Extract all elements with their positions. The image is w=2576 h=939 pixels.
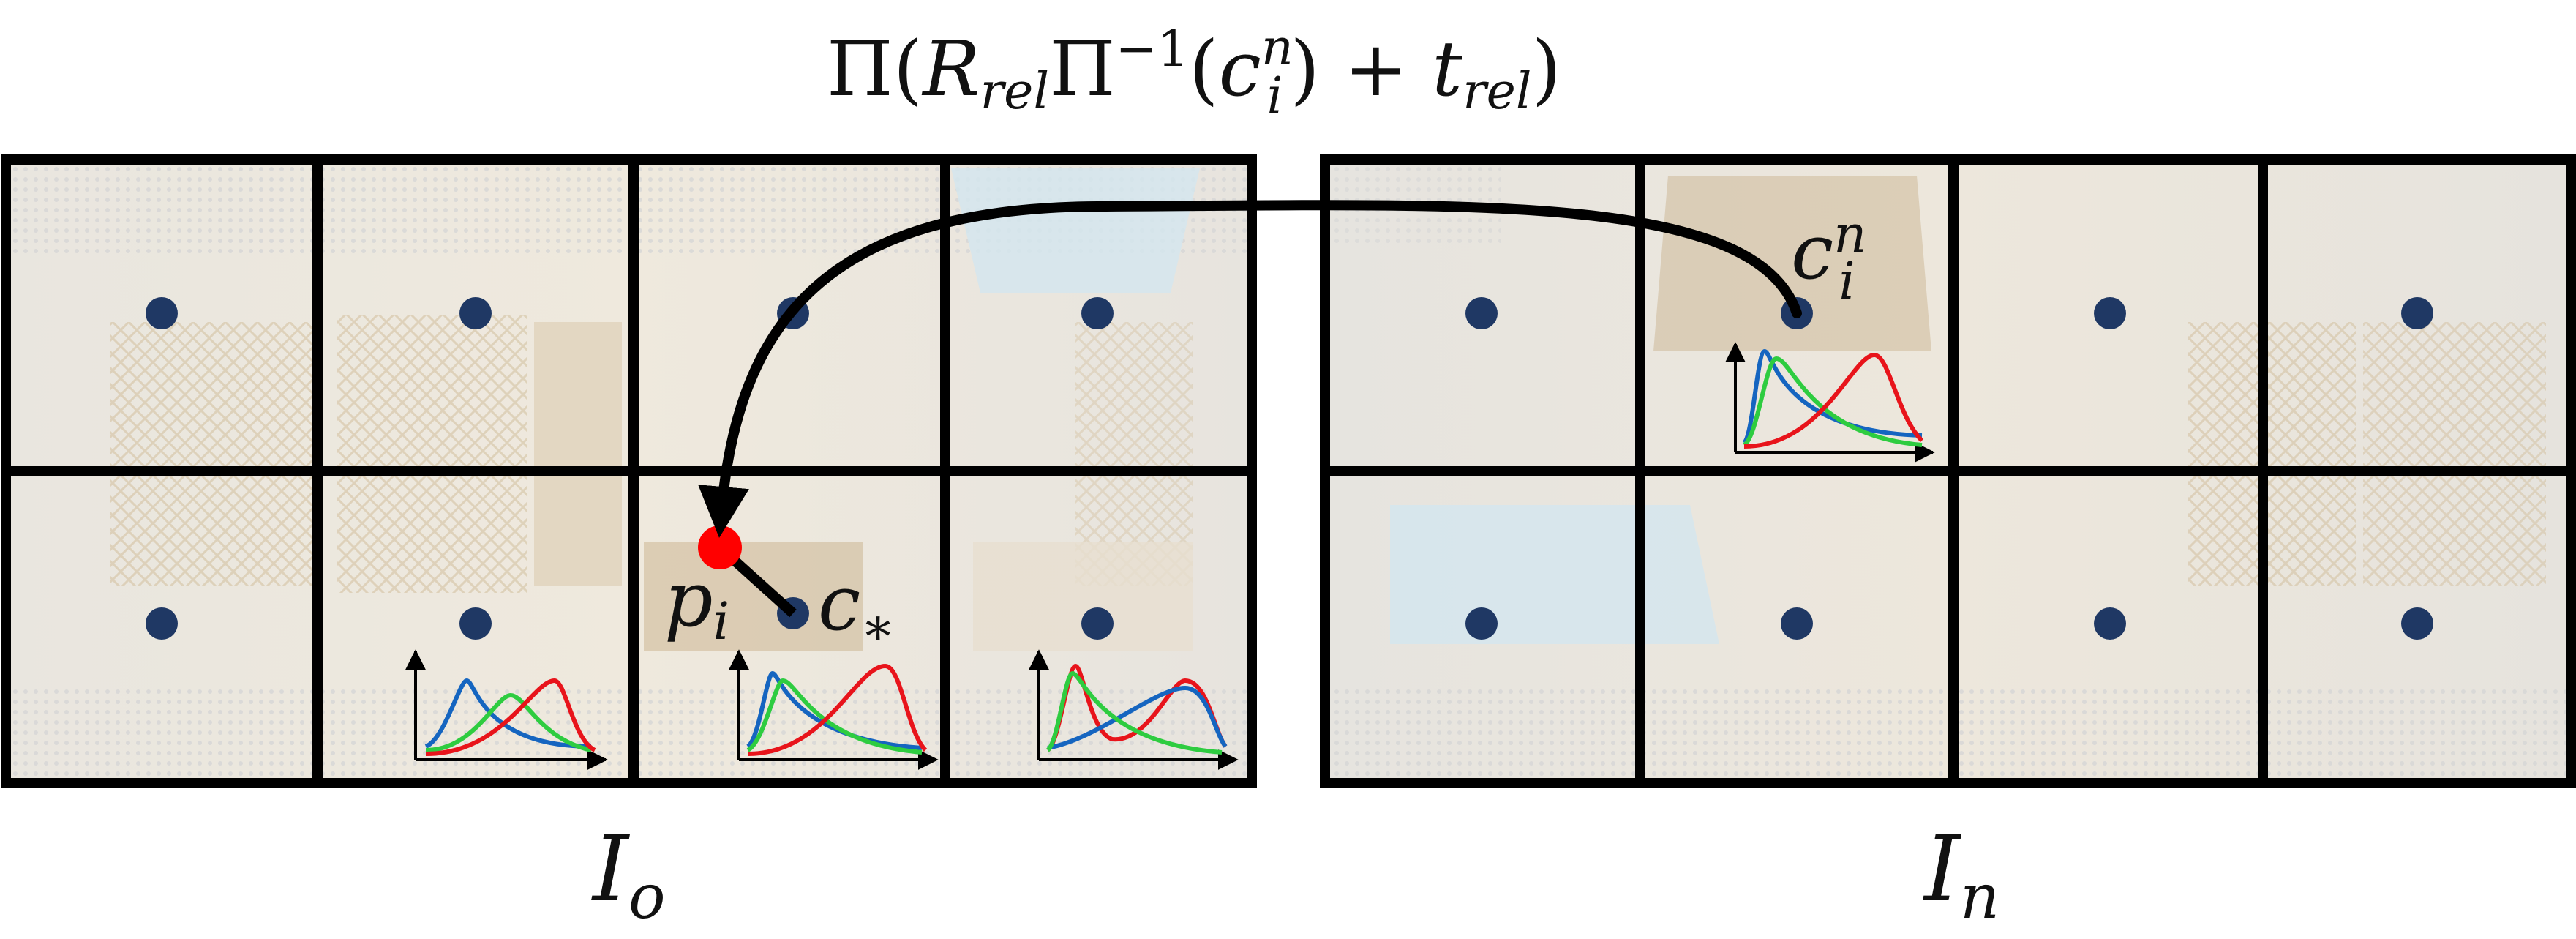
projection-arrow <box>698 200 1802 538</box>
label-I-o: Io <box>591 817 666 932</box>
histogram-left-cell8 <box>1029 649 1239 770</box>
panel-left: pi c∗ <box>1 154 1257 788</box>
cell-center-dot <box>146 607 178 640</box>
cell-center-dot <box>459 297 492 329</box>
cell-center-dot <box>1465 297 1498 329</box>
histogram-right-cell2 <box>1725 342 1935 463</box>
label-p-i: pi <box>664 555 729 651</box>
cell-center-dot <box>459 607 492 640</box>
cell-center-dot <box>2094 607 2126 640</box>
cell-center-dot <box>2401 607 2433 640</box>
label-I-n: In <box>1923 817 1999 932</box>
cell-center-dot <box>1081 607 1114 640</box>
histogram-left-cell6 <box>405 649 608 770</box>
label-c-star: c∗ <box>818 558 895 656</box>
cell-center-dot <box>146 297 178 329</box>
cell-center-dot <box>1465 607 1498 640</box>
histogram-left-cell7 <box>729 649 939 770</box>
cell-center-dot <box>2401 297 2433 329</box>
cell-center-dot <box>2094 297 2126 329</box>
cell-center-dot <box>1781 607 1813 640</box>
cell-center-dot <box>1081 297 1114 329</box>
